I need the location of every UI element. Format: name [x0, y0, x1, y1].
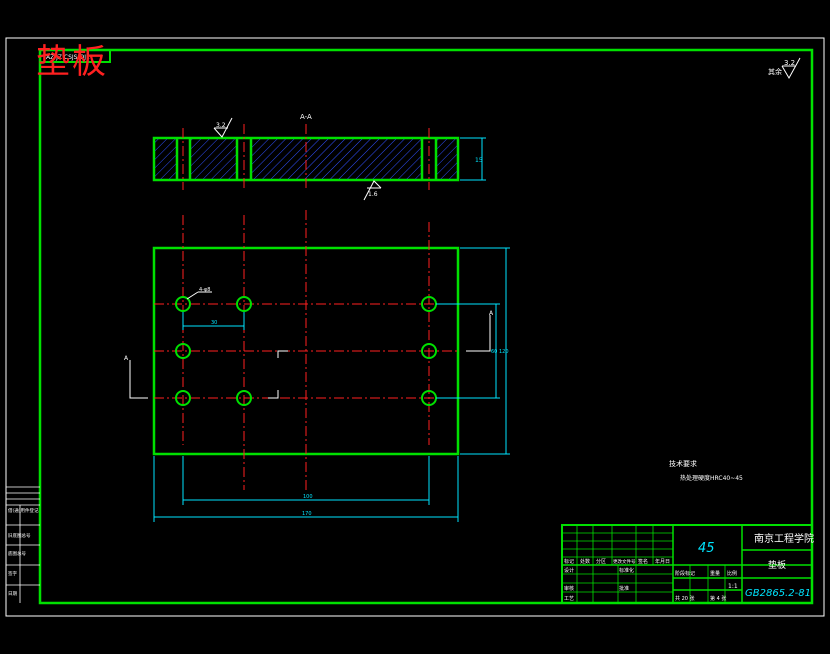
thickness-dim: 15 — [475, 157, 483, 164]
dim-inner-h: 60 — [491, 349, 497, 355]
dim-mid-w: 100 — [303, 494, 313, 500]
plan-dimensions — [153, 247, 510, 522]
tb-row-label: 处数 — [580, 558, 590, 565]
hole — [175, 343, 191, 359]
section-label: A-A — [300, 113, 312, 121]
hole-callout: 4-φ8 — [199, 287, 210, 293]
tb-approve: 批准 — [619, 585, 629, 592]
corner-note: AZ·JZ·CSJS-DJL — [46, 54, 90, 61]
tb-row-label: 分区 — [596, 558, 606, 565]
tb-design: 设计 — [564, 567, 574, 574]
roughness-bottom-symbol — [363, 180, 382, 201]
view-marker-right: A — [489, 310, 494, 317]
roughness-top-value: 3.2 — [216, 122, 226, 129]
title-block — [561, 524, 813, 604]
roughness-other-symbol: 其余 3.2 — [768, 57, 801, 80]
tb-std: 标准化 — [619, 567, 634, 574]
part-stamp: 垫板 — [36, 42, 108, 82]
drawing-number: GB2865.2-81 — [745, 588, 811, 599]
left-strip — [6, 486, 40, 603]
drawing-frame — [38, 48, 814, 605]
tb-row-label: 更改文件号 — [613, 558, 636, 565]
roughness-top-symbol — [213, 117, 233, 138]
plan-view — [129, 210, 491, 490]
left-strip-label: 底图总号 — [8, 550, 26, 557]
tb-sheet-total: 共 20 张 — [675, 595, 695, 602]
roughness-bottom-value: 1.6 — [368, 191, 378, 198]
left-strip-label: 旧底图总号 — [8, 532, 31, 539]
left-strip-label: 签字 — [8, 570, 17, 577]
view-marker-left: A — [124, 355, 129, 362]
tb-row-label: 标记 — [564, 558, 574, 565]
left-strip-label: 借(通)用件登记 — [8, 507, 39, 514]
tb-row-label: 签名 — [638, 558, 648, 565]
dim-overall-w: 170 — [302, 511, 312, 517]
dim-pitch-x: 30 — [211, 320, 217, 326]
hole — [236, 296, 252, 312]
dim-overall-h: 120 — [499, 349, 509, 355]
school-name: 南京工程学院 — [754, 532, 814, 545]
tb-stage: 阶段标记 — [675, 570, 695, 577]
roughness-other-value: 3.2 — [784, 59, 795, 67]
tech-req-title: 技术要求 — [669, 459, 697, 468]
tb-review: 审核 — [564, 585, 574, 592]
hole — [236, 390, 252, 406]
corner-note-box — [39, 49, 111, 63]
roughness-other-prefix: 其余 — [768, 67, 782, 76]
hole — [421, 343, 437, 359]
sheet-outer-border — [5, 37, 825, 617]
left-strip-label: 日期 — [8, 591, 17, 597]
tb-sheet-no: 第 4 张 — [710, 595, 726, 602]
hole — [175, 390, 191, 406]
hole — [175, 296, 191, 312]
tb-row-label: 年月日 — [655, 558, 670, 565]
tb-process: 工艺 — [564, 596, 574, 602]
tb-weight: 重量 — [710, 570, 720, 577]
tb-scale: 比例 — [727, 570, 737, 577]
tb-scale-value: 1:1 — [728, 583, 738, 590]
part-name: 垫板 — [768, 559, 786, 571]
section-view — [152, 124, 486, 190]
material: 45 — [698, 541, 715, 556]
tech-req-line1: 热处理硬度HRC40~45 — [680, 474, 743, 482]
